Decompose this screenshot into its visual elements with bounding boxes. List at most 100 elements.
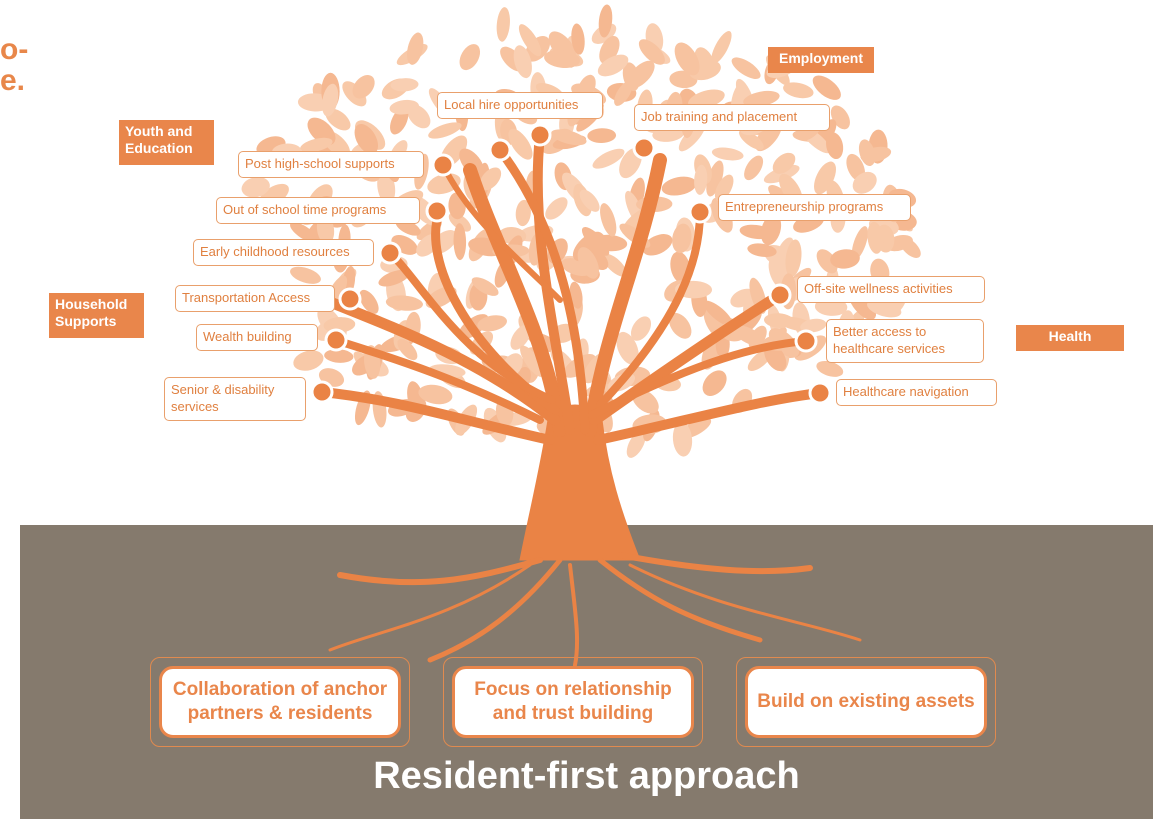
leaf: [661, 176, 697, 196]
leaf: [459, 44, 481, 71]
tree-branch: [593, 388, 825, 445]
leaf: [496, 7, 510, 42]
leaf: [300, 137, 333, 153]
leaf: [577, 247, 599, 279]
leaf: [569, 281, 583, 309]
leaf: [744, 155, 764, 181]
leaf: [428, 122, 462, 139]
leaf: [513, 45, 532, 79]
branch-markers: [310, 123, 832, 405]
branch-post-high-school: Post high-school supports: [238, 151, 424, 178]
branch-marker-dot: [431, 153, 455, 177]
tree-branch: [337, 557, 543, 586]
tree-branch: [317, 387, 555, 445]
branch-transportation: Transportation Access: [175, 285, 335, 312]
leaf: [389, 99, 420, 115]
tree-branch: [596, 208, 704, 409]
leaf: [730, 288, 756, 308]
tree-branch: [495, 145, 590, 435]
leaf: [851, 226, 869, 260]
branch-marker-dot: [324, 328, 348, 352]
leaf: [592, 148, 625, 169]
branch-local-hire: Local hire opportunities: [437, 92, 603, 119]
leaf: [600, 203, 617, 237]
leaf: [668, 312, 692, 339]
leaf: [826, 132, 844, 160]
leaf: [378, 269, 410, 287]
leaf: [385, 295, 423, 311]
category-household-supports: Household Supports: [49, 293, 144, 338]
leaf: [397, 338, 418, 361]
branch-marker-dot: [688, 200, 712, 224]
tree-branch: [617, 552, 813, 575]
leaf: [293, 350, 324, 371]
leaf: [763, 313, 794, 328]
branch-marker-dot: [378, 241, 402, 265]
leaf: [598, 4, 613, 38]
leaf: [587, 128, 617, 143]
leaf: [694, 164, 708, 195]
leaf: [867, 299, 902, 318]
branch-offsite-wellness: Off-site wellness activities: [797, 276, 985, 303]
tree-branch: [568, 563, 580, 667]
branch-job-training: Job training and placement: [634, 104, 830, 131]
leaf: [479, 167, 502, 191]
root-assets-label: Build on existing assets: [745, 666, 987, 738]
tree-branch: [583, 153, 667, 437]
tree-branch: [319, 294, 561, 426]
leaf: [579, 189, 600, 212]
branch-marker-dot: [768, 283, 792, 307]
leaf: [241, 176, 270, 198]
leaf: [638, 39, 665, 65]
leaf: [747, 243, 777, 257]
leaf: [739, 129, 764, 150]
tree-branch: [427, 557, 563, 663]
branch-marker-dot: [488, 138, 512, 162]
tree-branch: [463, 163, 567, 437]
fragment-line-2: e.: [0, 64, 26, 97]
leaf: [642, 234, 673, 256]
root-relationship: Focus on relationship and trust building: [443, 657, 703, 747]
category-employment: Employment: [768, 47, 874, 73]
leaf: [510, 324, 531, 350]
leaf: [290, 266, 321, 284]
leaf: [459, 148, 485, 178]
leaf: [544, 49, 580, 69]
leaf: [858, 139, 876, 166]
leaf: [616, 331, 639, 365]
branch-marker-dot: [808, 381, 832, 405]
leaf: [520, 345, 544, 377]
leaf: [672, 421, 693, 457]
branch-entrepreneurship: Entrepreneurship programs: [718, 194, 911, 221]
branch-healthcare-access: Better access to healthcare services: [826, 319, 984, 363]
leaf: [702, 370, 727, 396]
leaf: [630, 316, 652, 341]
approach-title: Resident-first approach: [373, 755, 800, 797]
tree-branch: [628, 563, 862, 642]
leaf: [622, 62, 640, 92]
branch-out-of-school: Out of school time programs: [216, 197, 420, 224]
branch-marker-dot: [528, 123, 552, 147]
leaf: [571, 23, 585, 55]
leaf: [418, 384, 453, 405]
leaf: [407, 32, 424, 65]
leaf: [703, 300, 733, 326]
leaf: [830, 249, 860, 269]
branch-marker-dot: [632, 136, 656, 160]
leaf: [352, 74, 375, 99]
root-collaboration: Collaboration of anchor partners & resid…: [150, 657, 410, 747]
leaf: [816, 360, 844, 377]
branch-senior-disability: Senior & disability services: [164, 377, 306, 421]
leaf: [471, 277, 499, 296]
leaf: [694, 47, 715, 78]
leaf: [899, 237, 921, 258]
fragment-line-1: o-: [0, 33, 29, 66]
branch-marker-dot: [310, 380, 334, 404]
branch-marker-dot: [425, 199, 449, 223]
leaf: [597, 54, 629, 77]
root-assets: Build on existing assets: [736, 657, 996, 747]
leaf: [674, 42, 700, 76]
leaf: [453, 223, 467, 261]
leaf: [764, 343, 787, 372]
